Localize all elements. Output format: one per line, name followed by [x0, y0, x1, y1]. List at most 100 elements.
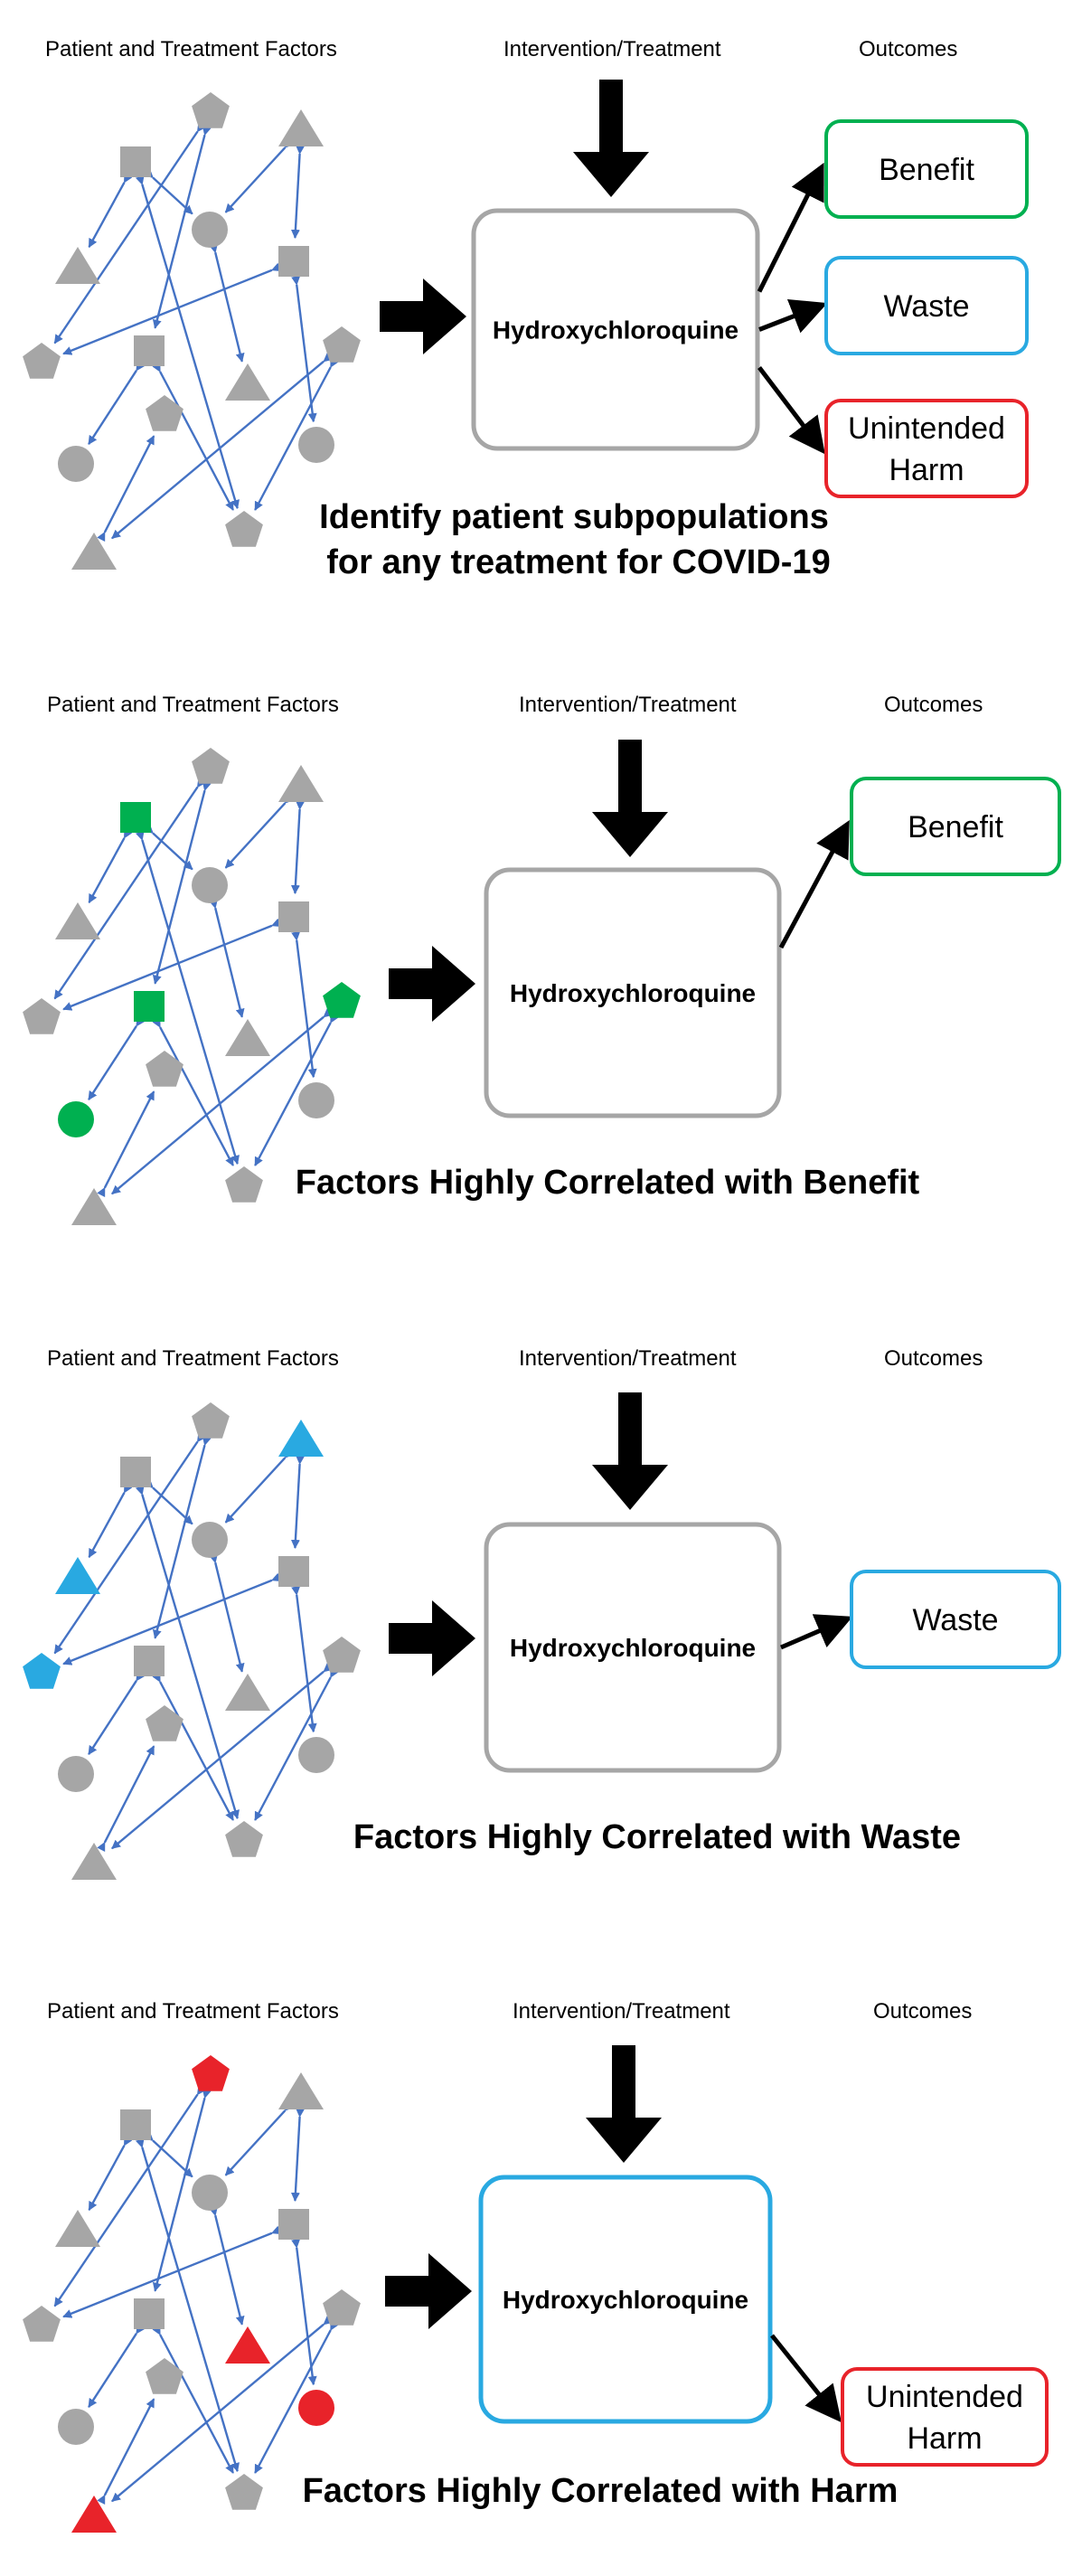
factor-node-pentagon-left — [23, 2306, 61, 2342]
outcome-label: Harm — [907, 2421, 982, 2456]
factor-node-pentagon-left — [23, 343, 61, 379]
factor-node-pentagon-top — [192, 748, 230, 784]
outcomes-header: Outcomes — [873, 1999, 972, 2024]
panel-3: Patient and Treatment Factors Interventio… — [23, 1346, 1061, 1880]
factor-node-square-top-left — [120, 2109, 151, 2140]
input-arrow — [389, 946, 475, 1022]
factors-header: Patient and Treatment Factors — [47, 693, 339, 717]
factor-node-pentagon-right — [323, 2289, 361, 2326]
factors-header: Patient and Treatment Factors — [47, 1346, 339, 1371]
factor-node-pentagon-right — [323, 1637, 361, 1673]
factor-link — [290, 800, 306, 894]
factor-node-triangle-bottom-left — [71, 2496, 117, 2533]
factor-network — [23, 748, 361, 1225]
factor-node-circle-bottom-left — [58, 1756, 94, 1792]
factor-link — [224, 1448, 295, 1524]
input-arrow — [389, 1600, 475, 1676]
outcome-label: Harm — [889, 453, 964, 487]
outcome-arrow — [757, 365, 825, 455]
factor-link — [209, 1553, 245, 1673]
factor-link — [224, 794, 295, 869]
factor-node-triangle-left — [55, 902, 100, 939]
factor-node-square-right — [278, 246, 309, 277]
factor-link — [111, 1663, 334, 1850]
factor-node-circle-bottom-left — [58, 1101, 94, 1137]
intervention-arrow — [592, 1392, 668, 1510]
factor-link — [209, 899, 245, 1018]
outcome-arrow — [780, 1614, 853, 1650]
factor-link — [88, 1483, 133, 1559]
factors-header: Patient and Treatment Factors — [47, 1999, 339, 2024]
factor-link — [291, 931, 317, 1079]
treatment-label: Hydroxychloroquine — [510, 1634, 756, 1662]
panel-caption: Identify patient subpopulations — [319, 498, 829, 536]
factor-node-triangle-top-right — [278, 2072, 324, 2109]
treatment-box — [484, 867, 782, 1118]
outcome-box-waste — [850, 1570, 1061, 1669]
factors-header: Patient and Treatment Factors — [45, 37, 337, 61]
factor-node-triangle-top-right — [278, 1420, 324, 1457]
factor-node-square-middle — [134, 335, 165, 366]
factor-link — [254, 1013, 339, 1166]
factor-link — [209, 243, 245, 363]
outcome-label: Unintended — [866, 2380, 1023, 2414]
treatment-box — [484, 1522, 782, 1773]
factor-node-square-top-left — [120, 146, 151, 177]
panel-caption: Factors Highly Correlated with Waste — [353, 1818, 961, 1856]
outcome-label: Benefit — [879, 153, 974, 187]
intervention-arrow — [592, 740, 668, 857]
factor-node-triangle-bottom-left — [71, 1843, 117, 1880]
factor-link — [88, 1016, 145, 1101]
outcome-arrow — [770, 2334, 842, 2423]
factor-node-square-middle — [134, 1646, 165, 1676]
factor-link — [111, 353, 334, 540]
factor-link — [291, 1586, 317, 1733]
factor-node-pentagon-bottom — [225, 1166, 263, 1203]
factor-node-circle-right — [298, 1082, 334, 1118]
factor-node-pentagon-right — [323, 982, 361, 1018]
factor-node-circle-center — [192, 212, 228, 248]
factor-node-pentagon-right — [323, 326, 361, 363]
outcomes-header: Outcomes — [859, 37, 957, 61]
factor-node-pentagon-middle — [146, 1051, 183, 1087]
factor-node-square-right — [278, 1556, 309, 1587]
intervention-header: Intervention/Treatment — [519, 1346, 737, 1371]
factor-node-pentagon-middle — [146, 1705, 183, 1741]
factor-link — [291, 276, 317, 423]
factor-link — [111, 2316, 334, 2503]
factor-node-pentagon-bottom — [225, 2474, 263, 2510]
factor-node-square-right — [278, 2209, 309, 2240]
intervention-arrow — [573, 80, 649, 197]
factor-network — [23, 92, 361, 570]
factor-node-square-top-left — [120, 802, 151, 833]
factor-node-circle-bottom-left — [58, 2409, 94, 2445]
treatment-box — [471, 208, 760, 451]
factor-node-pentagon-middle — [146, 2358, 183, 2394]
panel-caption: Factors Highly Correlated with Benefit — [296, 1164, 920, 1202]
factor-node-square-top-left — [120, 1457, 151, 1487]
factor-link — [290, 145, 306, 239]
factor-node-circle-bottom-left — [58, 446, 94, 482]
factor-node-circle-center — [192, 867, 228, 903]
factor-node-pentagon-bottom — [225, 511, 263, 547]
input-arrow — [385, 2253, 472, 2329]
outcome-label: Waste — [883, 289, 969, 324]
factor-link — [97, 1745, 155, 1853]
factor-link — [97, 435, 155, 543]
treatment-box — [478, 2175, 773, 2424]
factor-link — [254, 2320, 339, 2474]
factor-network — [23, 1402, 361, 1880]
outcome-arrow — [778, 819, 850, 949]
factor-node-circle-center — [192, 1522, 228, 1558]
treatment-label: Hydroxychloroquine — [493, 316, 739, 344]
factor-node-triangle-left — [55, 2210, 100, 2247]
factor-node-triangle-top-right — [278, 765, 324, 802]
factor-node-circle-right — [298, 427, 334, 463]
outcome-arrow — [757, 162, 824, 293]
treatment-label: Hydroxychloroquine — [503, 2286, 748, 2314]
factor-node-triangle-bottom-left — [71, 533, 117, 570]
factor-link — [88, 828, 133, 904]
